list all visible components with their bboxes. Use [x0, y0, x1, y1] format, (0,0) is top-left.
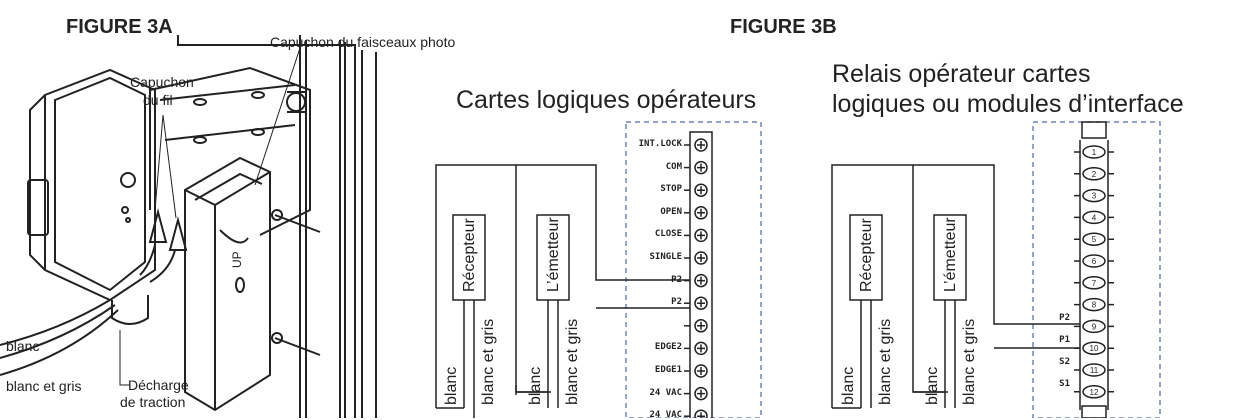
relay-terminal-number: 9: [1092, 322, 1097, 331]
left-receiver-label: Récepteur: [461, 218, 478, 292]
right-receiver-label: Récepteur: [858, 218, 875, 292]
left-terminal-label: 24 VAC: [649, 410, 682, 420]
left-terminal-label: COM: [665, 161, 682, 172]
left-emitter-wire-white-grey: blanc et gris: [564, 318, 581, 405]
relay-terminal-number: 2: [1092, 170, 1097, 179]
relay-terminal-screw: [1082, 232, 1106, 246]
figure-3b-title: FIGURE 3B: [730, 16, 837, 38]
relay-side-label: S1: [1059, 378, 1070, 389]
white-grey-wire-label: blanc et gris: [6, 378, 82, 394]
relay-terminal-number: 5: [1092, 235, 1097, 244]
photo-cap-label: Capuchon du faisceaux photo: [270, 34, 456, 50]
strain-relief-label-line1: Décharge: [128, 377, 189, 393]
left-terminal-screw: [694, 183, 708, 197]
left-receiver-wire-white: blanc: [443, 366, 460, 405]
right-diagram-heading-line1: Relais opérateur cartes: [832, 60, 1091, 88]
relay-terminal-screw: [1082, 254, 1106, 268]
left-terminal-screw: [694, 273, 708, 288]
relay-side-label: P1: [1059, 335, 1070, 346]
strain-relief-label-line2: de traction: [120, 394, 186, 410]
relay-terminal-number: 6: [1092, 257, 1097, 266]
left-emitter-label: L’émetteur: [545, 217, 562, 292]
left-terminal-screw: [694, 228, 708, 243]
relay-terminal-number: 11: [1090, 366, 1099, 375]
relay-terminal-screw: [1082, 341, 1106, 355]
figure-3a-title: FIGURE 3A: [66, 16, 173, 38]
relay-terminal-number: 4: [1092, 213, 1097, 222]
left-terminal-screw: [694, 409, 708, 418]
white-wire-label: blanc: [6, 338, 40, 354]
left-terminal-label: INT.LOCK: [638, 139, 682, 149]
right-emitter-label: L’émetteur: [942, 217, 959, 292]
relay-terminal-screw: [1082, 188, 1106, 203]
relay-terminal-number: 3: [1092, 192, 1097, 201]
left-terminal-label: 24 VAC: [649, 387, 682, 398]
left-receiver-wire-white-grey: blanc et gris: [480, 318, 497, 405]
left-terminal-label: CLOSE: [654, 229, 682, 240]
relay-terminal-screw: [1082, 319, 1106, 334]
relay-terminal-screw: [1082, 210, 1106, 225]
relay-side-label: S2: [1059, 357, 1070, 367]
right-receiver-wire-white: blanc: [840, 366, 857, 405]
left-terminal-screw: [694, 319, 708, 333]
relay-terminal-screw: [1082, 363, 1106, 377]
left-terminal-label: SINGLE: [649, 252, 682, 262]
left-terminal-label: P2: [671, 274, 682, 285]
relay-terminal-number: 7: [1092, 279, 1097, 288]
left-terminal-screw: [694, 138, 708, 152]
left-diagram-heading: Cartes logiques opérateurs: [456, 86, 757, 114]
wire-cap-label-line1: Capuchon: [130, 74, 194, 90]
left-terminal-screw: [694, 296, 708, 310]
right-receiver-wire-white-grey: blanc et gris: [877, 318, 894, 405]
left-terminal-label: EDGE1: [654, 365, 682, 375]
relay-terminal-number: 1: [1092, 148, 1097, 157]
right-emitter-wire-white-grey: blanc et gris: [961, 318, 978, 405]
relay-terminal-screw: [1082, 167, 1106, 181]
relay-terminal-number: 10: [1090, 344, 1099, 353]
left-terminal-label: EDGE2: [654, 342, 682, 353]
wire-cap-label-line2: du fil: [143, 92, 173, 108]
relay-terminal-screw: [1082, 276, 1106, 290]
left-terminal-label: STOP: [660, 184, 682, 195]
left-emitter-wire-white: blanc: [527, 366, 544, 405]
right-emitter-wire-white: blanc: [924, 366, 941, 405]
left-terminal-screw: [694, 386, 708, 401]
relay-side-label: P2: [1059, 313, 1070, 324]
left-terminal-screw: [694, 251, 708, 265]
left-terminal-screw: [694, 364, 708, 378]
relay-terminal-number: 8: [1092, 301, 1097, 310]
right-diagram-heading-line2: logiques ou modules d’interface: [832, 90, 1184, 118]
left-terminal-screw: [694, 341, 708, 356]
left-terminal-label: OPEN: [660, 206, 682, 217]
left-terminal-label: P2: [671, 297, 682, 308]
relay-terminal-screw: [1082, 145, 1106, 159]
relay-terminal-number: 12: [1090, 388, 1099, 397]
left-terminal-screw: [694, 160, 708, 175]
relay-terminal-screw: [1082, 297, 1106, 312]
relay-terminal-screw: [1082, 385, 1106, 399]
figure-3a-illustration: [0, 35, 377, 418]
left-terminal-screw: [694, 206, 708, 220]
